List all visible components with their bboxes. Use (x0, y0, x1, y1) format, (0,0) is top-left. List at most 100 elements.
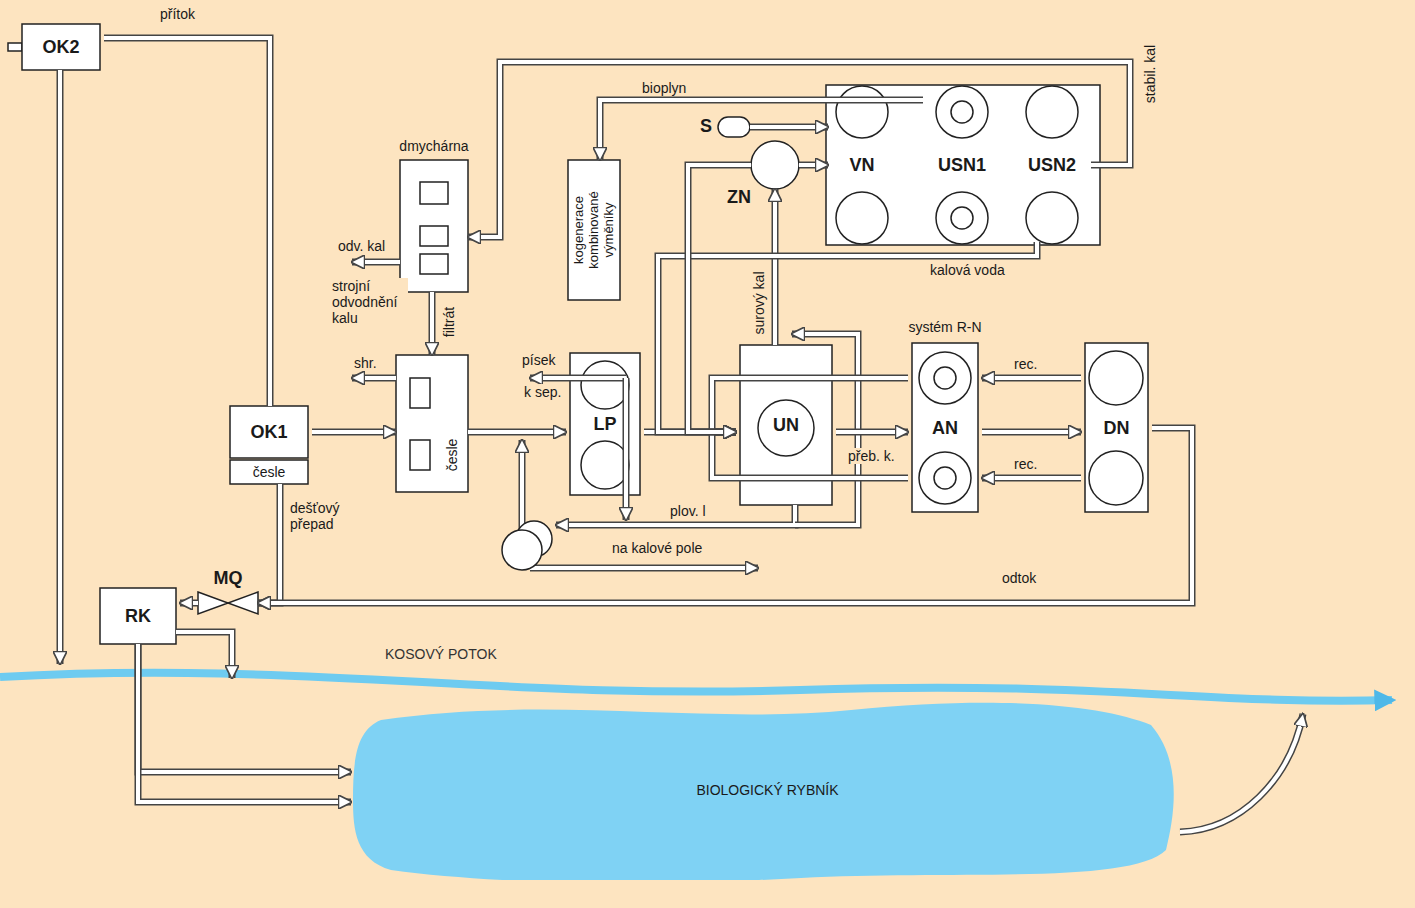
pipe-core (258, 484, 280, 603)
tank-capsule (718, 117, 750, 137)
pipe-connector (600, 100, 923, 160)
node-label: VN (828, 155, 896, 176)
grit-box: LP (566, 353, 644, 495)
pipe-connector (982, 432, 1081, 433)
pipe (982, 375, 1081, 382)
screen-box: česle (226, 460, 312, 484)
blower-unit (420, 226, 448, 246)
node-label: USN2 (1013, 155, 1091, 176)
pipe-core (312, 430, 396, 434)
blower-unit (420, 182, 448, 204)
pipe-core (982, 430, 1081, 434)
blower-box: dmychárna (400, 160, 468, 292)
node-heading: systém R-N (908, 319, 981, 335)
pipe-connector (799, 165, 828, 166)
screen-box (396, 355, 468, 492)
tank-capsule: S (718, 117, 750, 137)
tank-inner (951, 101, 973, 123)
valve-symbol: MQ (198, 592, 258, 614)
blower-box (400, 160, 468, 292)
valve-half (198, 592, 228, 614)
pipe (712, 432, 908, 478)
pipe-connector (775, 189, 776, 345)
pipe-connector (658, 242, 1037, 432)
node-label: česle (226, 464, 312, 480)
pipe (623, 378, 630, 520)
pipe-connector (432, 292, 433, 355)
pipe-core (658, 242, 1037, 432)
tank-circle (751, 141, 799, 189)
pipe (982, 475, 1081, 482)
pipe-connector (836, 432, 908, 433)
pipe-core (58, 70, 62, 664)
tank-circle (919, 452, 971, 504)
flow-label: rec. (1012, 356, 1039, 372)
node-label: AN (908, 417, 982, 438)
tank-circle (1089, 451, 1143, 505)
tank-circle: ZN (751, 141, 799, 189)
stream (0, 673, 1392, 701)
tank-inner (934, 367, 956, 389)
pipe-core (836, 430, 908, 434)
pipe-connector (712, 378, 908, 432)
pipe-core (180, 601, 198, 605)
outlet-note: shr. (352, 355, 379, 371)
pipe (180, 600, 198, 607)
pipe-core (138, 644, 351, 802)
pipe-connector (138, 644, 351, 802)
pipe (836, 429, 908, 436)
pipe-connector (312, 432, 396, 433)
pipe-connector (712, 432, 908, 478)
flow-label: rec. (1012, 456, 1039, 472)
pipe (772, 189, 779, 345)
pipe-core (520, 440, 524, 530)
pipe-core (688, 165, 751, 432)
pipe (712, 378, 908, 432)
pipe-core (468, 62, 1130, 237)
pipe-core (104, 38, 270, 406)
node-label: česle (444, 439, 460, 472)
pipe (429, 292, 436, 355)
screen-unit (410, 378, 430, 408)
flow-label: bioplyn (640, 80, 688, 96)
pipe (176, 632, 232, 678)
tank-circle (1089, 351, 1143, 405)
activation-box: systém R-NAN (908, 343, 982, 512)
pipe-core (468, 430, 566, 434)
settler-box: UN (736, 345, 836, 505)
pipe-core (530, 376, 626, 380)
flow-label: filtrát (441, 305, 457, 339)
pipe-connector (180, 603, 198, 604)
outlet-note: na kalové pole (610, 540, 704, 556)
pipe (658, 242, 1037, 432)
pipe-core (176, 632, 232, 678)
pipe-connector (258, 484, 280, 603)
chamber-box: RK (96, 588, 180, 644)
flow-label: přeb. k. (846, 448, 897, 464)
chp-box: kogenerace kombinované výměníky (568, 160, 620, 300)
outlet-note: písek (520, 352, 557, 368)
node-label: UN (736, 415, 836, 436)
pipe-connector (258, 428, 1192, 603)
flow-label: stabil. kal (1142, 43, 1158, 105)
tank-circle (581, 441, 629, 489)
pipe-core (352, 260, 400, 264)
pipe (750, 124, 828, 131)
pipe-connector (982, 378, 1081, 379)
pipe (468, 429, 566, 436)
pipe-connector (468, 62, 1130, 237)
pipe-core (773, 189, 777, 345)
screen-unit (410, 440, 430, 470)
pipe-connector (688, 165, 751, 432)
chamber-box: OK2 (18, 24, 104, 70)
node-label: OK2 (18, 37, 104, 58)
chamber-box: OK1 (226, 406, 312, 458)
tank-circle (919, 352, 971, 404)
pipe (138, 644, 351, 802)
pipe-connector (104, 38, 270, 406)
outlet-note: k sep. (522, 384, 563, 400)
pipe (258, 484, 280, 603)
tank-circle (1026, 192, 1078, 244)
pipe-connector (750, 127, 828, 128)
